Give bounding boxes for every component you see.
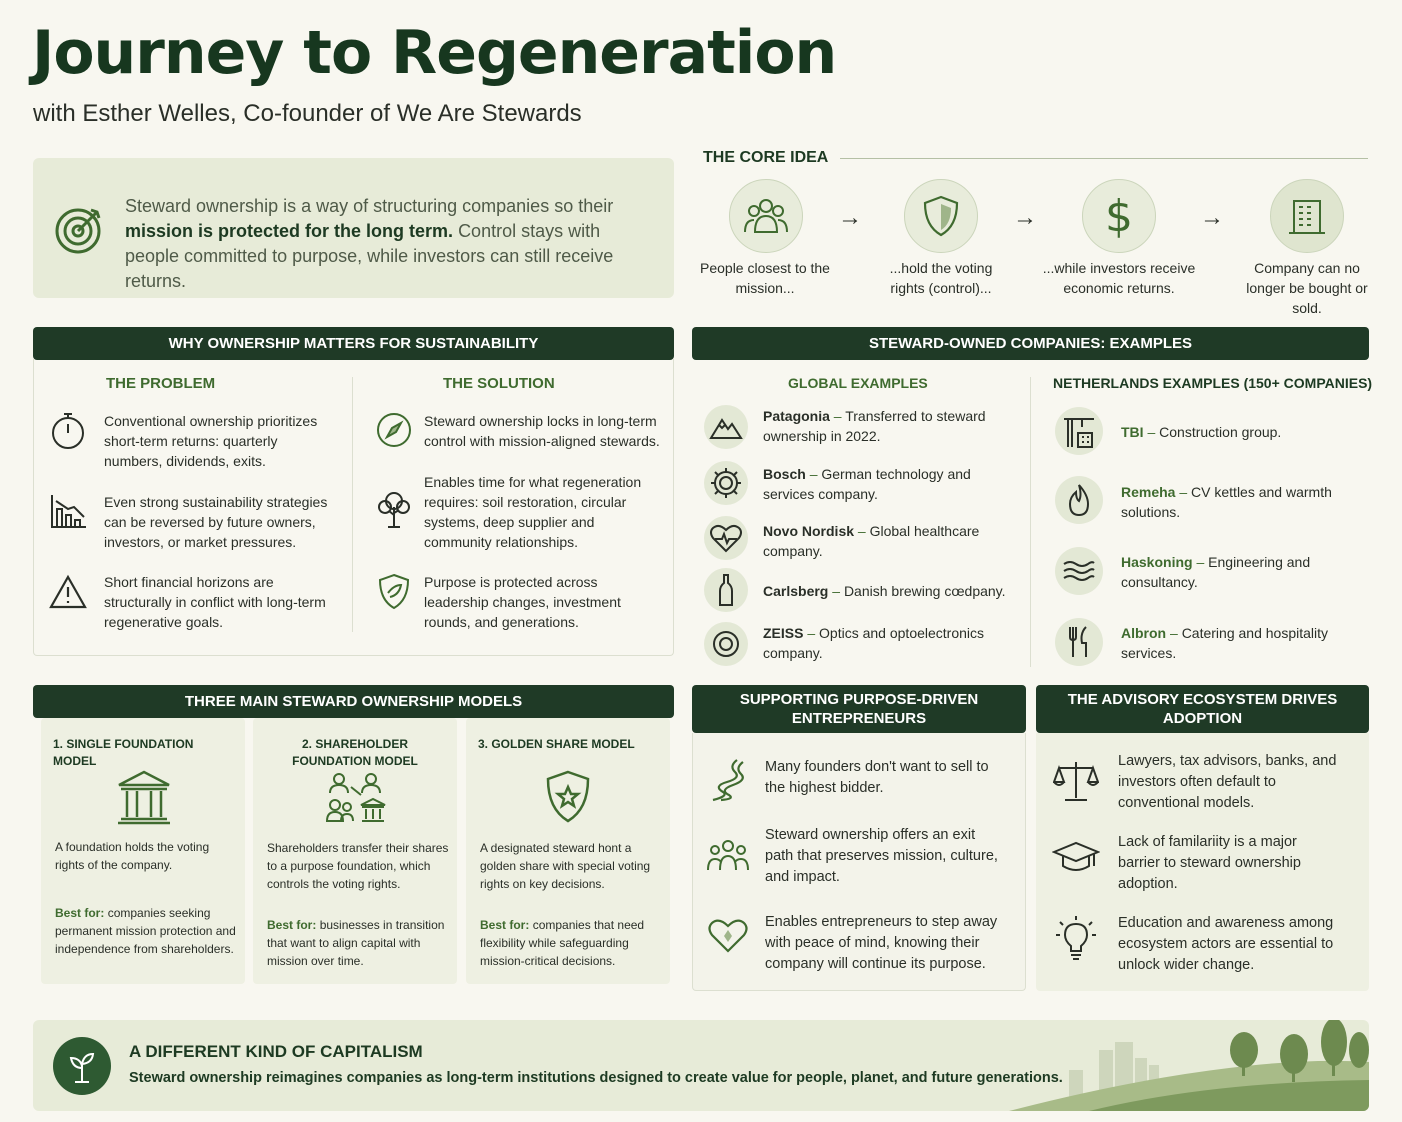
model-best-for: Best for: companies seeking permanent mi… bbox=[55, 906, 236, 956]
page-subtitle: with Esther Welles, Co-founder of We Are… bbox=[33, 100, 582, 127]
model-description: A designated steward hont a golden share… bbox=[480, 841, 651, 891]
supporting-text: Enables entrepreneurs to step away with … bbox=[765, 914, 998, 972]
advisory-text: Education and awareness among ecosystem … bbox=[1118, 915, 1334, 973]
star-shield-icon bbox=[542, 768, 594, 826]
sprout-icon bbox=[53, 1037, 111, 1095]
winding-path-icon bbox=[704, 757, 750, 803]
flame-icon bbox=[1055, 476, 1103, 524]
advisory-text: Lack of familariity is a major barrier t… bbox=[1118, 834, 1301, 892]
why-panel bbox=[33, 358, 674, 656]
model-card: 2. SHAREHOLDER FOUNDATION MODEL Sharehol… bbox=[253, 718, 457, 984]
core-step-text: ...hold the voting rights (control)... bbox=[889, 260, 993, 296]
crane-icon bbox=[1055, 407, 1103, 455]
nl-example: Haskoning – Engineering and consultancy. bbox=[1121, 554, 1311, 590]
supporting-panel bbox=[692, 733, 1026, 991]
supporting-text: Steward ownership offers an exit path th… bbox=[765, 827, 998, 885]
model-description: Shareholders transfer their shares to a … bbox=[267, 841, 449, 891]
arrow-right-icon: → bbox=[838, 204, 862, 231]
warning-icon bbox=[48, 572, 88, 612]
nl-example: Albron – Catering and hospitality servic… bbox=[1121, 625, 1328, 661]
solution-heading: THE SOLUTION bbox=[443, 375, 555, 392]
intro-panel: Steward ownership is a way of structurin… bbox=[33, 158, 674, 298]
arrow-right-icon: → bbox=[1013, 204, 1037, 231]
models-heading: THREE MAIN STEWARD OWNERSHIP MODELS bbox=[33, 685, 674, 718]
supporting-text: Many founders don't want to sell to the … bbox=[765, 759, 989, 796]
shield-leaf-icon bbox=[374, 572, 414, 612]
cutlery-icon bbox=[1055, 618, 1103, 666]
shareholders-icon bbox=[325, 770, 389, 826]
heart-icon bbox=[706, 916, 750, 956]
shield-icon bbox=[904, 179, 978, 253]
model-title: 1. SINGLE FOUNDATION MODEL bbox=[53, 737, 194, 768]
problem-text: Conventional ownership prioritizes short… bbox=[104, 413, 318, 469]
global-example: Carlsberg – Danish brewing cœdpany. bbox=[763, 583, 1006, 599]
scales-icon bbox=[1052, 759, 1100, 803]
declining-chart-icon bbox=[48, 492, 88, 532]
stopwatch-icon bbox=[48, 410, 88, 450]
supporting-heading: SUPPORTING PURPOSE-DRIVEN ENTREPRENEURS bbox=[692, 685, 1026, 733]
institution-icon bbox=[114, 768, 174, 826]
footer-banner: A DIFFERENT KIND OF CAPITALISM Steward o… bbox=[33, 1020, 1369, 1111]
graduation-cap-icon bbox=[1052, 838, 1100, 878]
problem-text: Short financial horizons are structurall… bbox=[104, 574, 326, 630]
mountain-icon bbox=[704, 405, 748, 449]
why-heading: WHY OWNERSHIP MATTERS FOR SUSTAINABILITY bbox=[33, 327, 674, 360]
bottle-icon bbox=[704, 568, 748, 612]
core-step-text: People closest to the mission... bbox=[700, 260, 830, 296]
compass-icon bbox=[374, 410, 414, 450]
global-example: Novo Nordisk – Global healthcare company… bbox=[763, 523, 980, 559]
model-card: 1. SINGLE FOUNDATION MODEL A foundation … bbox=[41, 718, 245, 984]
global-examples-heading: GLOBAL EXAMPLES bbox=[788, 375, 928, 391]
model-best-for: Best for: companies that need flexibilit… bbox=[480, 918, 645, 968]
intro-text: Steward ownership is a way of structurin… bbox=[125, 196, 614, 291]
footer-heading: A DIFFERENT KIND OF CAPITALISM bbox=[129, 1042, 423, 1061]
landscape-illustration bbox=[1009, 1020, 1369, 1111]
model-description: A foundation holds the voting rights of … bbox=[55, 840, 210, 872]
advisory-text: Lawyers, tax advisors, banks, and invest… bbox=[1118, 753, 1337, 811]
nl-example: TBI – Construction group. bbox=[1121, 424, 1282, 440]
heart-pulse-icon bbox=[704, 516, 748, 560]
divider bbox=[1030, 377, 1031, 667]
model-best-for: Best for: businesses in transition that … bbox=[267, 918, 445, 968]
lens-icon bbox=[704, 622, 748, 666]
waves-icon bbox=[1055, 547, 1103, 595]
global-example: Bosch – German technology and services c… bbox=[763, 466, 971, 502]
core-step-text: ...while investors receive economic retu… bbox=[1042, 260, 1196, 296]
divider bbox=[840, 158, 1368, 159]
tree-icon bbox=[374, 488, 414, 532]
people-icon bbox=[729, 179, 803, 253]
model-title: 2. SHAREHOLDER FOUNDATION MODEL bbox=[292, 737, 418, 768]
building-icon bbox=[1270, 179, 1344, 253]
solution-text: Enables time for what regeneration requi… bbox=[424, 474, 642, 550]
problem-text: Even strong sustainability strategies ca… bbox=[104, 494, 328, 550]
nl-example: Remeha – CV kettles and warmth solutions… bbox=[1121, 484, 1332, 520]
problem-heading: THE PROBLEM bbox=[106, 375, 216, 392]
global-example: ZEISS – Optics and optoelectronics compa… bbox=[763, 625, 985, 661]
divider bbox=[352, 377, 353, 632]
model-card: 3. GOLDEN SHARE MODEL A designated stewa… bbox=[466, 718, 670, 984]
examples-heading: STEWARD-OWNED COMPANIES: EXAMPLES bbox=[692, 327, 1369, 360]
page-title: Journey to Regeneration bbox=[32, 18, 837, 88]
gear-icon bbox=[704, 461, 748, 505]
nl-examples-heading: NETHERLANDS EXAMPLES (150+ COMPANIES) bbox=[1053, 375, 1373, 391]
target-icon bbox=[53, 202, 107, 256]
advisory-heading: THE ADVISORY ECOSYSTEM DRIVES ADOPTION bbox=[1036, 685, 1369, 733]
model-title: 3. GOLDEN SHARE MODEL bbox=[478, 737, 635, 751]
lightbulb-icon bbox=[1054, 914, 1098, 962]
solution-text: Steward ownership locks in long-term con… bbox=[424, 413, 660, 449]
global-example: Patagonia – Transferred to steward owner… bbox=[763, 408, 986, 444]
core-step-text: Company can no longer be bought or sold. bbox=[1246, 260, 1368, 316]
dollar-icon: $ bbox=[1082, 179, 1156, 253]
group-icon bbox=[706, 836, 750, 876]
arrow-right-icon: → bbox=[1200, 204, 1224, 231]
solution-text: Purpose is protected across leadership c… bbox=[424, 574, 621, 630]
core-idea-heading: THE CORE IDEA bbox=[703, 149, 829, 166]
advisory-panel bbox=[1036, 733, 1369, 991]
footer-text: Steward ownership reimagines companies a… bbox=[129, 1070, 1063, 1086]
